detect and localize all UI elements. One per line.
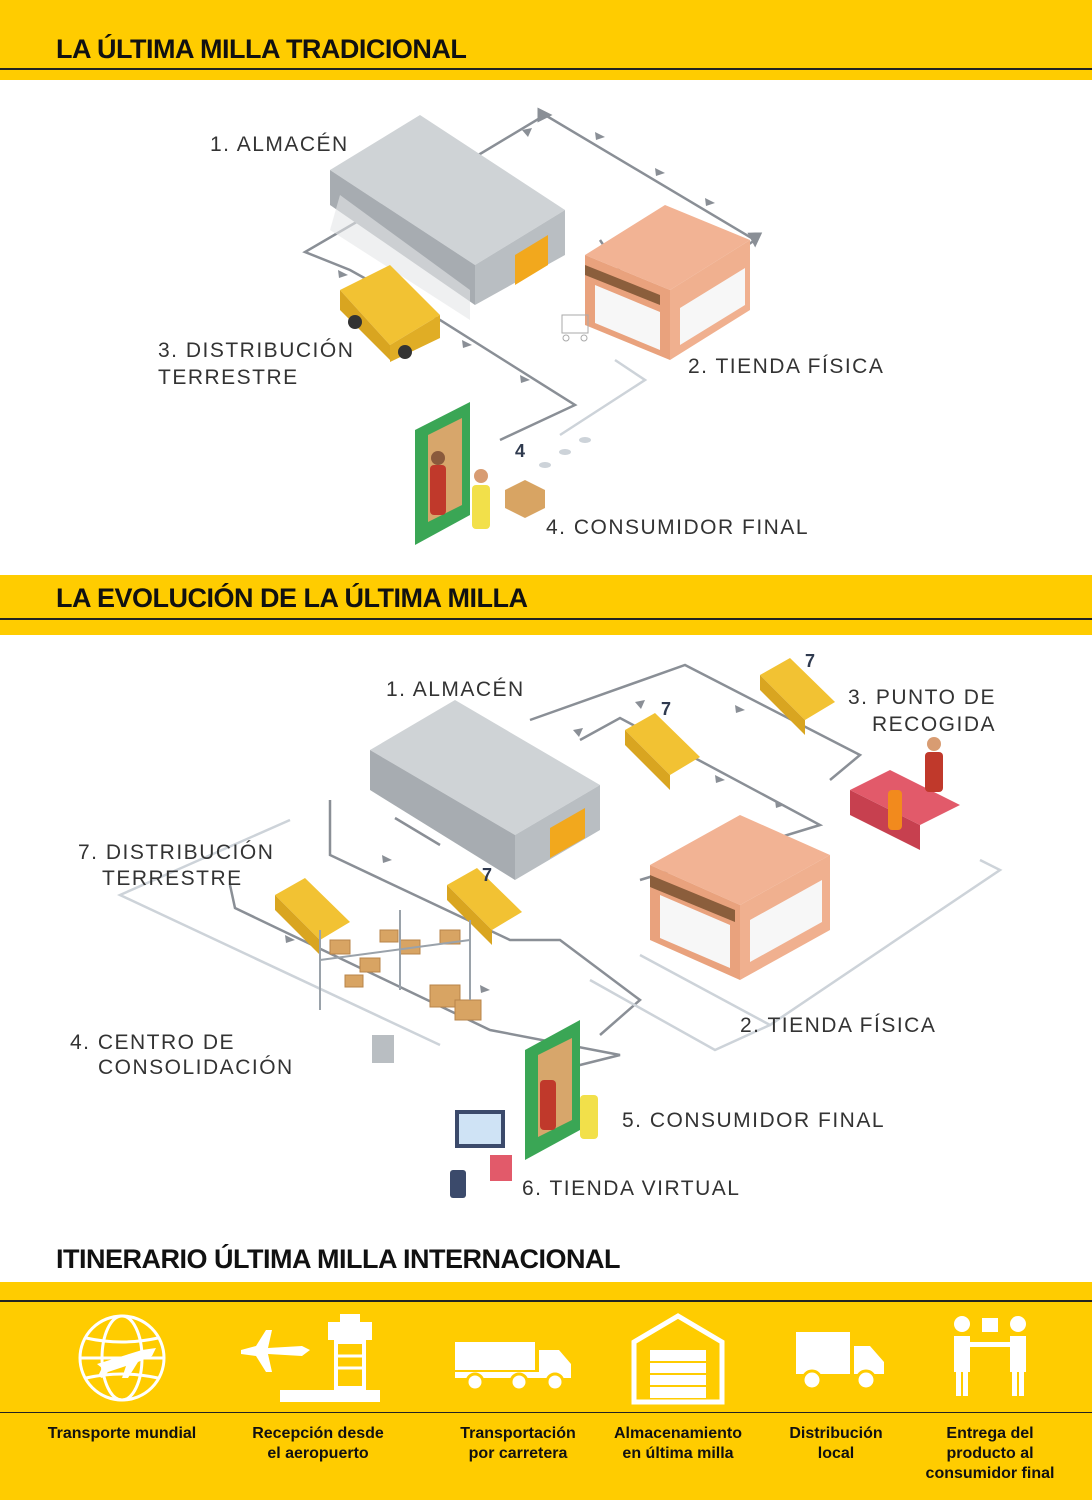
route-lines [228, 663, 863, 1072]
s1-label-distribucion-1: 3. DISTRIBUCIÓN [158, 339, 355, 362]
svg-text:7: 7 [482, 865, 492, 885]
section2-title: LA EVOLUCIÓN DE LA ÚLTIMA MILLA [56, 583, 528, 613]
evolution-diagram: 7 7 7 [116, 651, 1003, 1198]
svg-text:4: 4 [515, 441, 525, 461]
virtual-store-illustration [450, 1110, 512, 1198]
s1-label-almacen: 1. ALMACÉN [210, 133, 349, 156]
s2-label-almacen: 1. ALMACÉN [386, 678, 525, 701]
delivery-door-illustration [525, 1020, 598, 1160]
section1-rule [0, 68, 1092, 70]
svg-text:7: 7 [805, 651, 815, 671]
consolidation-center-illustration [319, 910, 482, 1063]
s2-label-punto-1: 3. PUNTO DE [848, 686, 996, 709]
route-arrows [285, 700, 785, 993]
s2-label-distribucion-1: 7. DISTRIBUCIÓN [78, 841, 275, 864]
section3-band [0, 1282, 1092, 1500]
s2-label-tienda: 2. TIENDA FÍSICA [740, 1014, 937, 1037]
van-illustration-mid: 7 [625, 699, 700, 790]
shop-illustration [561, 205, 750, 360]
return-path [559, 358, 648, 437]
s2-label-punto-2: RECOGIDA [872, 713, 997, 736]
s2-label-consumidor: 5. CONSUMIDOR FINAL [622, 1109, 886, 1132]
s1-label-distribucion-2: TERRESTRE [158, 366, 299, 389]
section2-title-band [0, 575, 1092, 635]
delivery-door-illustration: 4 [415, 402, 591, 545]
handover-icon [954, 1316, 1026, 1396]
warehouse-icon [631, 1313, 725, 1405]
section3-rule-bottom [0, 1412, 1092, 1413]
route-arrows [338, 128, 715, 383]
section3-title: ITINERARIO ÚLTIMA MILLA INTERNACIONAL [56, 1244, 620, 1274]
shop-illustration [650, 815, 830, 980]
svg-text:7: 7 [661, 699, 671, 719]
s2-label-virtual: 6. TIENDA VIRTUAL [522, 1177, 741, 1200]
s1-label-consumidor: 4. CONSUMIDOR FINAL [546, 516, 810, 539]
s2-label-distribucion-2: TERRESTRE [102, 867, 243, 890]
van-illustration-top: 7 [760, 651, 835, 735]
s2-label-centro-2: CONSOLIDACIÓN [98, 1056, 294, 1079]
globe-plane-icon [78, 1314, 166, 1402]
section3-rule [0, 1300, 1092, 1302]
traditional-diagram: 4 [302, 107, 763, 545]
return-lines [116, 818, 1003, 1052]
section1-title: LA ÚLTIMA MILLA TRADICIONAL [56, 34, 467, 64]
s1-label-tienda: 2. TIENDA FÍSICA [688, 355, 885, 378]
plane-tower-icon [241, 1314, 380, 1402]
van-illustration [340, 265, 440, 362]
delivery-truck-icon [796, 1332, 884, 1391]
pickup-counter-illustration [850, 737, 960, 850]
semi-truck-icon [455, 1342, 571, 1392]
van-illustration-left [275, 878, 350, 955]
van-illustration-center: 7 [447, 865, 522, 945]
warehouse-illustration [330, 115, 565, 320]
section1-title-band [0, 0, 1092, 80]
s2-label-centro-1: 4. CENTRO DE [70, 1031, 236, 1054]
warehouse-illustration [370, 700, 600, 880]
caption-transporte-mundial: Transporte mundial [47, 1425, 197, 1442]
section2-rule [0, 618, 1092, 620]
